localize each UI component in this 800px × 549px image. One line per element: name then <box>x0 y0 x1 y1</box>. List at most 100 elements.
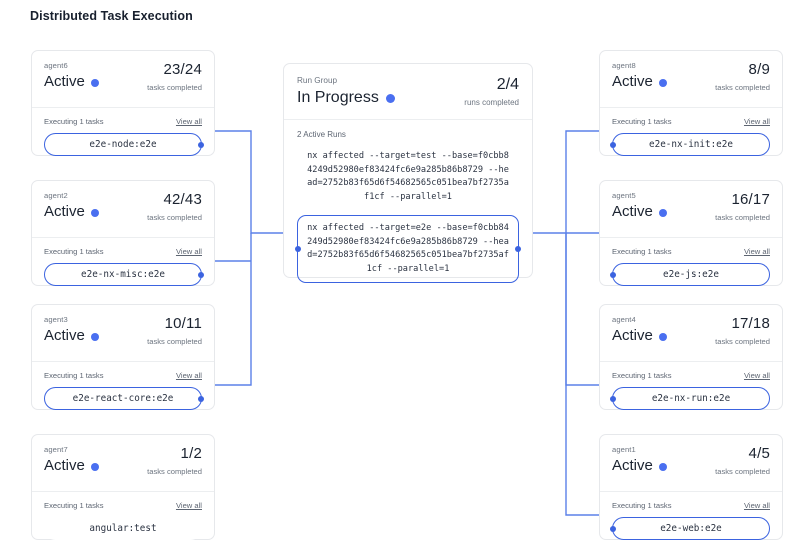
status-dot-icon <box>90 462 99 471</box>
run-group-status-label: In Progress <box>297 89 379 106</box>
view-all-link[interactable]: View all <box>175 501 202 510</box>
connector-nub-icon <box>610 271 616 278</box>
connector-nub-icon <box>515 246 521 252</box>
task-chip-label: e2e-nx-misc:e2e <box>81 269 165 280</box>
agent-card-agent3[interactable]: agent3 Active 10/11 tasks completed Exec… <box>31 304 215 410</box>
task-chip[interactable]: e2e-react-core:e2e <box>44 387 204 410</box>
agent-card-body: Executing 1 tasks View all e2e-nx-init:e… <box>600 108 782 168</box>
agent-counts: 10/11 tasks completed <box>147 315 202 347</box>
task-chip[interactable]: e2e-nx-init:e2e <box>610 133 770 156</box>
agent-card-header: agent1 Active 4/5 tasks completed <box>600 435 782 492</box>
agent-status-label: Active <box>44 457 85 474</box>
agent-card-header: agent5 Active 16/17 tasks completed <box>600 181 782 238</box>
agent-status-label: Active <box>612 457 653 474</box>
agent-card-agent4[interactable]: agent4 Active 17/18 tasks completed Exec… <box>599 304 783 410</box>
agent-status-row: Active <box>612 202 770 221</box>
executing-row: Executing 1 tasks View all <box>44 117 202 126</box>
view-all-link[interactable]: View all <box>743 247 770 256</box>
task-chip-label: angular:test <box>89 523 157 534</box>
runs-count: 2/4 <box>496 76 519 93</box>
task-chip[interactable]: angular:test <box>44 517 202 540</box>
agent-card-agent8[interactable]: agent8 Active 8/9 tasks completed Execut… <box>599 50 783 156</box>
view-all-link[interactable]: View all <box>743 117 770 126</box>
agent-card-body: Executing 1 tasks View all e2e-nx-run:e2… <box>600 362 782 422</box>
tasks-count: 1/2 <box>180 445 202 462</box>
agent-card-agent2[interactable]: agent2 Active 42/43 tasks completed Exec… <box>31 180 215 286</box>
tasks-count-label: tasks completed <box>147 467 202 476</box>
executing-label: Executing 1 tasks <box>44 247 104 256</box>
task-chip[interactable]: e2e-nx-misc:e2e <box>44 263 204 286</box>
agent-status-label: Active <box>44 327 85 344</box>
agent-card-body: Executing 1 tasks View all e2e-nx-misc:e… <box>32 238 214 298</box>
task-chip-label: e2e-nx-run:e2e <box>651 393 731 404</box>
task-chip[interactable]: e2e-nx-run:e2e <box>610 387 770 410</box>
executing-label: Executing 1 tasks <box>44 371 104 380</box>
tasks-count-label: tasks completed <box>147 213 202 222</box>
agent-status-label: Active <box>612 327 653 344</box>
agent-card-header: agent3 Active 10/11 tasks completed <box>32 305 214 362</box>
executing-row: Executing 1 tasks View all <box>44 247 202 256</box>
status-dot-icon <box>658 462 667 471</box>
executing-label: Executing 1 tasks <box>612 501 672 510</box>
view-all-link[interactable]: View all <box>175 247 202 256</box>
agent-card-agent7[interactable]: agent7 Active 1/2 tasks completed Execut… <box>31 434 215 540</box>
connector-nub-icon <box>295 246 301 252</box>
run-group-title: Run Group <box>297 76 338 85</box>
tasks-count: 42/43 <box>163 191 202 208</box>
task-chip[interactable]: e2e-node:e2e <box>44 133 204 156</box>
agent-card-header: agent6 Active 23/24 tasks completed <box>32 51 214 108</box>
view-all-link[interactable]: View all <box>743 371 770 380</box>
run-group-body: 2 Active Runs nx affected --target=test … <box>284 120 532 296</box>
agent-status-label: Active <box>44 203 85 220</box>
runs-count-label: runs completed <box>464 98 519 107</box>
task-chip[interactable]: e2e-web:e2e <box>610 517 770 540</box>
executing-row: Executing 1 tasks View all <box>612 501 770 510</box>
view-all-link[interactable]: View all <box>743 501 770 510</box>
tasks-count-label: tasks completed <box>147 83 202 92</box>
agent-card-body: Executing 1 tasks View all e2e-js:e2e <box>600 238 782 298</box>
status-dot-icon <box>385 94 395 103</box>
page-title: Distributed Task Execution <box>30 9 193 23</box>
agent-card-body: Executing 1 tasks View all e2e-node:e2e <box>32 108 214 168</box>
status-dot-icon <box>90 208 99 217</box>
agent-name: agent7 <box>44 445 68 454</box>
executing-label: Executing 1 tasks <box>612 371 672 380</box>
agent-counts: 1/2 tasks completed <box>147 445 202 477</box>
run-command-1[interactable]: nx affected --target=e2e --base=f0cbb842… <box>295 215 521 283</box>
run-group-counts: 2/4 runs completed <box>464 75 519 108</box>
tasks-count: 23/24 <box>163 61 202 78</box>
agent-card-agent1[interactable]: agent1 Active 4/5 tasks completed Execut… <box>599 434 783 540</box>
agent-card-agent5[interactable]: agent5 Active 16/17 tasks completed Exec… <box>599 180 783 286</box>
agent-counts: 4/5 tasks completed <box>715 445 770 477</box>
agent-card-agent6[interactable]: agent6 Active 23/24 tasks completed Exec… <box>31 50 215 156</box>
agent-card-header: agent4 Active 17/18 tasks completed <box>600 305 782 362</box>
connector-left-agent6 <box>214 130 283 234</box>
view-all-link[interactable]: View all <box>175 117 202 126</box>
task-chip-label: e2e-web:e2e <box>660 523 722 534</box>
task-chip[interactable]: e2e-js:e2e <box>610 263 770 286</box>
status-dot-icon <box>90 332 99 341</box>
agent-name: agent5 <box>612 191 636 200</box>
executing-label: Executing 1 tasks <box>44 117 104 126</box>
executing-row: Executing 1 tasks View all <box>612 117 770 126</box>
task-chip-label: e2e-node:e2e <box>89 139 157 150</box>
agent-status-row: Active <box>612 72 770 91</box>
agent-counts: 17/18 tasks completed <box>715 315 770 347</box>
run-group-card[interactable]: Run Group In Progress 2/4 runs completed… <box>283 63 533 283</box>
agent-status-label: Active <box>612 73 653 90</box>
agent-name: agent1 <box>612 445 636 454</box>
view-all-link[interactable]: View all <box>175 371 202 380</box>
executing-row: Executing 1 tasks View all <box>612 247 770 256</box>
task-chip-label: e2e-js:e2e <box>663 269 719 280</box>
run-command-0[interactable]: nx affected --target=test --base=f0cbb84… <box>307 151 509 202</box>
executing-row: Executing 1 tasks View all <box>44 501 202 510</box>
executing-row: Executing 1 tasks View all <box>612 371 770 380</box>
agent-name: agent3 <box>44 315 68 324</box>
tasks-count-label: tasks completed <box>715 213 770 222</box>
agent-counts: 16/17 tasks completed <box>715 191 770 223</box>
run-group-status-row: In Progress <box>297 87 519 108</box>
agent-name: agent2 <box>44 191 68 200</box>
status-dot-icon <box>658 332 667 341</box>
executing-row: Executing 1 tasks View all <box>44 371 202 380</box>
